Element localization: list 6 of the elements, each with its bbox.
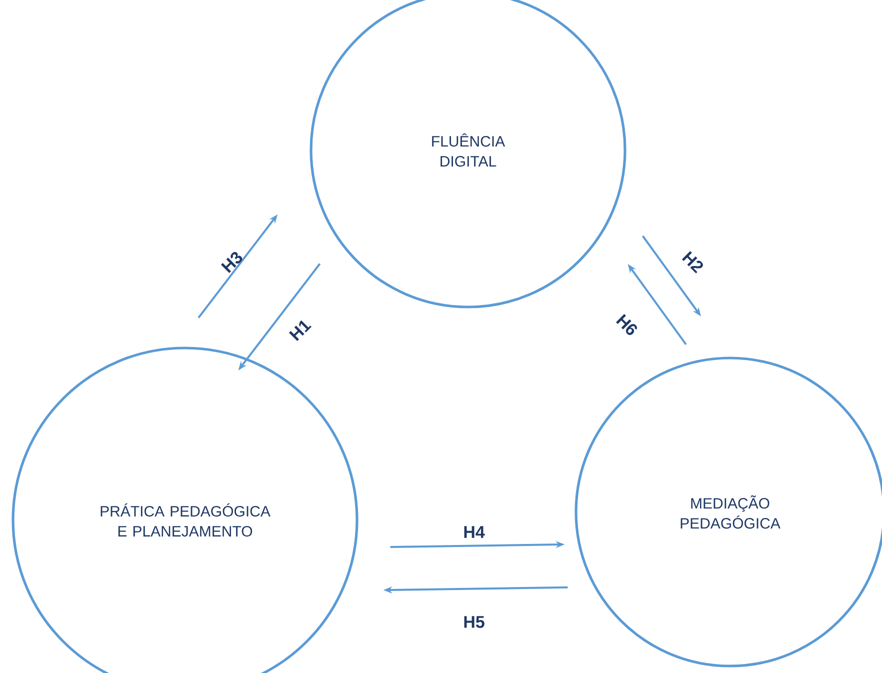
edge-label: H5 — [464, 616, 484, 628]
edge-label: H3 — [221, 252, 242, 273]
edge-label: H6 — [616, 314, 637, 336]
edge-label: H4 — [464, 526, 485, 538]
edge-label: H2 — [682, 251, 703, 274]
edge-label: H1 — [289, 320, 312, 341]
